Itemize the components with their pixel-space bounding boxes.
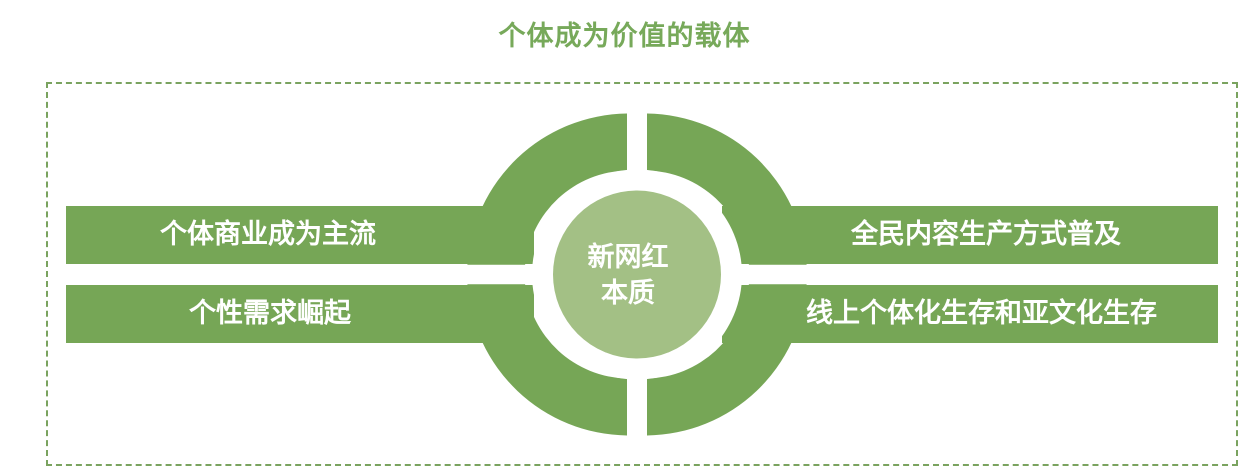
ring-segment-bottom-left <box>467 284 627 436</box>
center-label-line2: 本质 <box>601 278 655 309</box>
center-label: 新网红 本质 <box>553 240 703 312</box>
left-bottom-bar <box>66 285 534 343</box>
item-right-bottom: 线上个体化生存和亚文化生存 <box>806 298 1157 329</box>
ring-segment-bottom-right <box>647 284 807 436</box>
diagram-title: 个体成为价值的载体 <box>498 21 751 52</box>
center-circle <box>553 190 721 359</box>
ring-segment-top-right <box>647 113 807 265</box>
item-left-top: 个体商业成为主流 <box>160 219 376 250</box>
item-right-top: 全民内容生产方式普及 <box>851 219 1121 250</box>
item-left-bottom: 个性需求崛起 <box>189 298 351 329</box>
left-top-bar <box>66 206 534 264</box>
ring-segment-top-left <box>467 113 627 265</box>
center-label-line1: 新网红 <box>587 242 669 273</box>
diagram-frame <box>46 82 1238 466</box>
